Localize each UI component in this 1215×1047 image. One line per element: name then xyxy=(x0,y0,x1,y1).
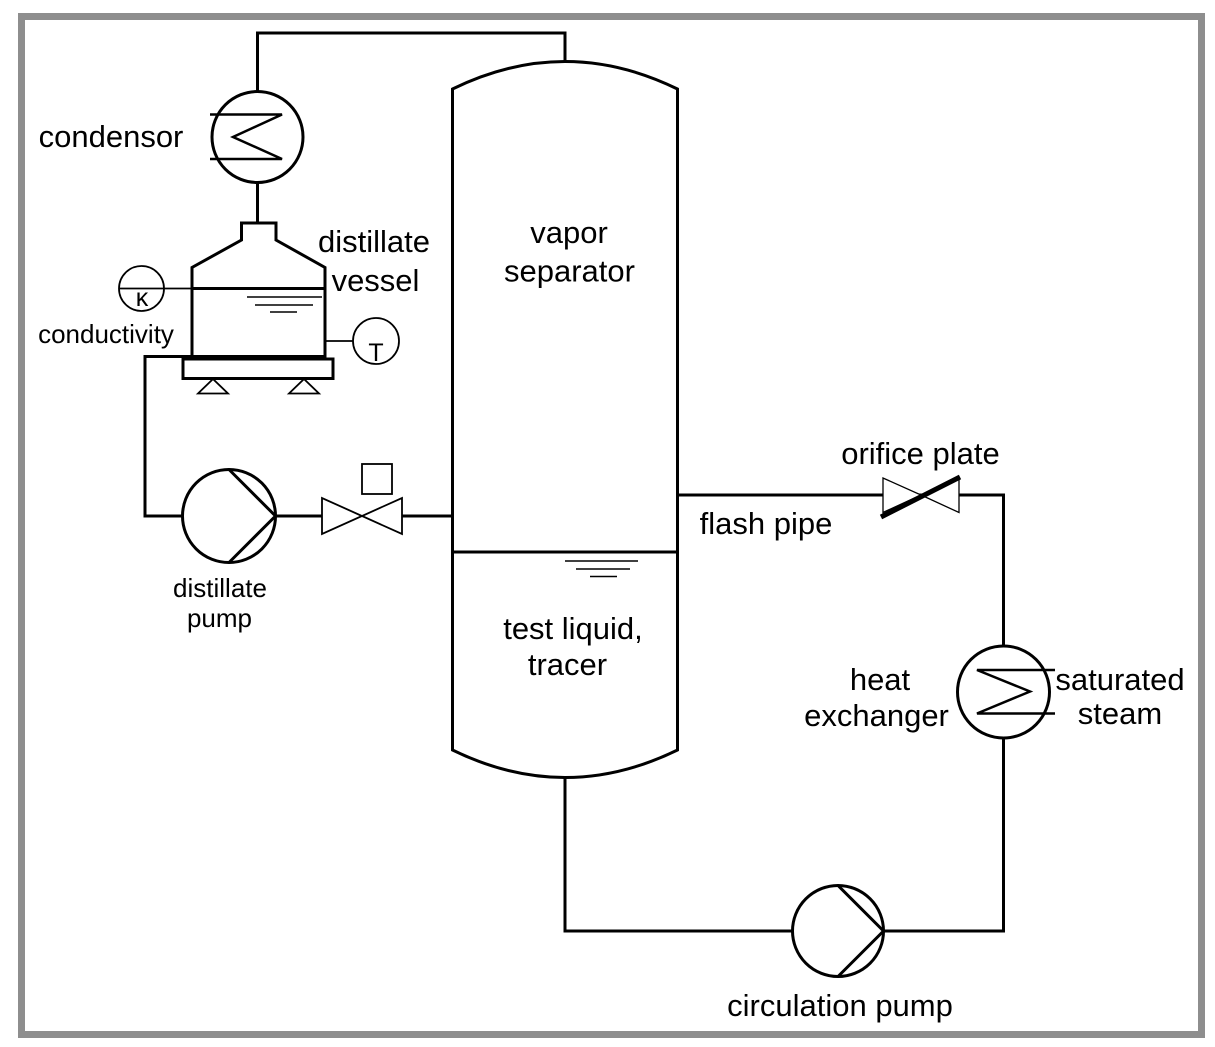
conductivity-label: conductivity xyxy=(38,319,174,349)
vapor-separator-label-line1: vapor xyxy=(530,215,608,250)
vessel-liquid-level-ticks xyxy=(247,296,322,313)
temperature-sensor-circle xyxy=(352,317,400,365)
distillate-vessel-label-line2: vessel xyxy=(332,263,420,298)
pipe-distillate-outlet xyxy=(143,355,192,518)
valve-body-left xyxy=(321,496,365,536)
orifice-plate-symbol xyxy=(879,474,962,520)
condensor-circle xyxy=(210,90,305,184)
condensor-label: condensor xyxy=(39,119,184,154)
saturated-steam-label-line2: steam xyxy=(1078,696,1162,731)
piping xyxy=(143,31,1005,933)
platform-foot-left xyxy=(195,377,231,395)
circulation-pump-label: circulation pump xyxy=(727,988,953,1023)
circulation-pump-circle xyxy=(791,884,885,978)
pipe-flash xyxy=(677,493,1005,646)
separator-liquid-level-ticks xyxy=(565,560,638,578)
distillate-pump-circle xyxy=(181,468,277,564)
distillate-valve xyxy=(321,463,403,536)
circulation-pump-impeller-icon xyxy=(836,884,886,978)
temperature-symbol: T xyxy=(368,339,383,367)
weighing-platform xyxy=(181,357,335,380)
test-liquid-label-line2: tracer xyxy=(528,647,607,682)
orifice-plate-label: orifice plate xyxy=(841,436,1000,471)
saturated-steam-label-line1: saturated xyxy=(1055,662,1184,697)
heat-exchanger-label-line2: exchanger xyxy=(804,698,949,733)
heat-exchanger-symbol xyxy=(956,644,1055,740)
vapor-separator-vessel xyxy=(451,60,679,779)
distillate-pump-label-line2: pump xyxy=(187,603,252,633)
condensor-symbol xyxy=(210,90,305,184)
pipe-riser-lower xyxy=(883,738,1005,933)
distillate-pump-impeller-icon xyxy=(227,468,278,564)
condensor-coil-icon xyxy=(210,113,283,161)
pipe-circulation-return xyxy=(563,777,793,933)
heat-exchanger-circle xyxy=(956,644,1051,740)
heat-exchanger-label-line1: heat xyxy=(850,662,911,697)
circulation-pump-symbol xyxy=(791,884,886,978)
conductivity-symbol: κ xyxy=(136,284,149,312)
distillate-pump-label-line1: distillate xyxy=(173,573,267,603)
pipe-overhead-vapor xyxy=(256,31,567,92)
distillate-pump-symbol xyxy=(181,468,278,564)
platform-foot-right xyxy=(286,377,322,395)
flash-pipe-label: flash pipe xyxy=(700,506,833,541)
test-liquid-label-line1: test liquid, xyxy=(503,611,643,646)
valve-body-right xyxy=(359,496,403,536)
conductivity-sensor: κ xyxy=(118,265,192,312)
distillate-vessel-label-line1: distillate xyxy=(318,224,430,259)
temperature-sensor: T xyxy=(325,317,400,367)
vapor-separator-shell xyxy=(451,60,679,779)
valve-actuator xyxy=(361,463,393,495)
distillate-vessel xyxy=(181,221,335,395)
heat-exchanger-coil-icon xyxy=(976,668,1055,715)
orifice-plate-bar xyxy=(879,474,962,520)
vapor-separator-label-line2: separator xyxy=(504,254,635,289)
